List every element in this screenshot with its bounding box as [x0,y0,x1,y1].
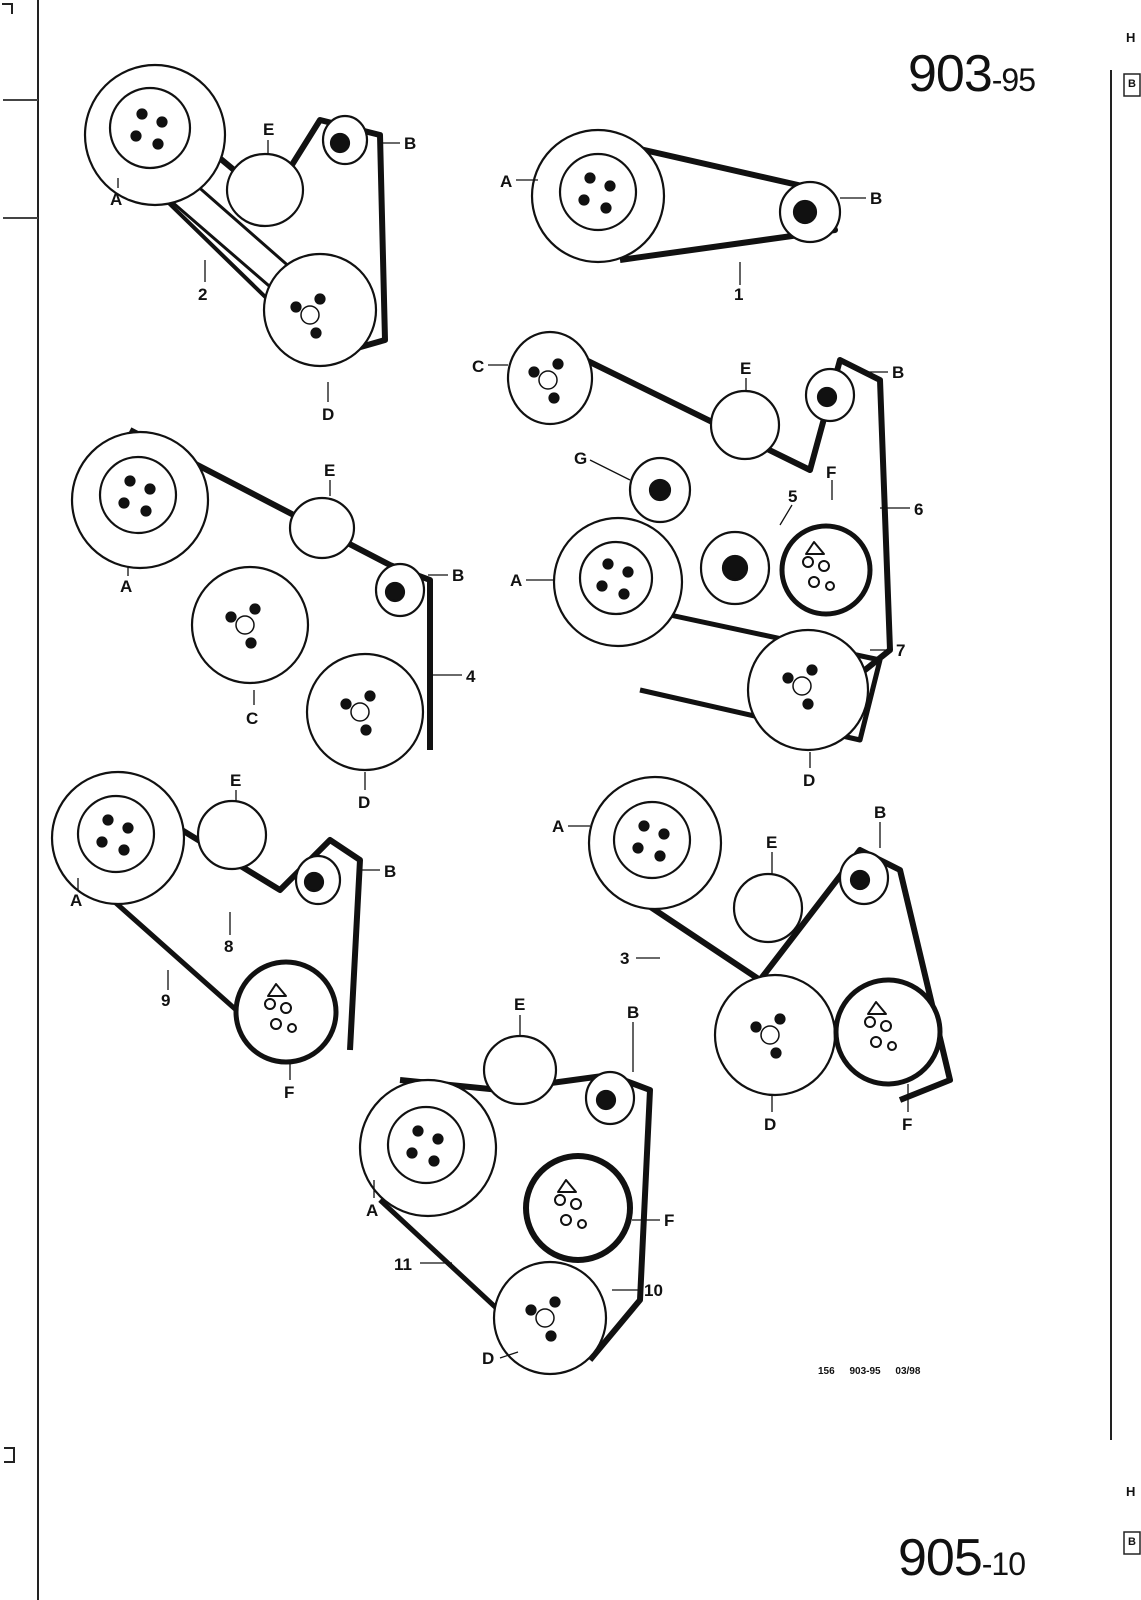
ac-pulley-F [833,977,943,1087]
label-B: B [627,1003,639,1022]
page-number-top: 903-95 [908,44,1036,104]
tensioner-pulley-E [225,152,305,228]
pump-pulley-D [262,252,378,368]
label-F: F [284,1083,294,1102]
belt-diagram-1 [530,128,842,264]
callout-labels: A E B 2 D A B 1 A E B C D 4 C E B G F 6 … [70,120,923,1368]
belt-diagram-4 [70,427,433,772]
label-B: B [874,803,886,822]
page-number-sub: -10 [981,1546,1026,1582]
belt-diagram-2 [83,63,388,368]
tensioner-pulley-E [732,872,804,944]
figure-ref-date: 03/98 [895,1366,921,1377]
belt-7 [599,597,883,743]
edge-box-letter: B [1128,78,1136,90]
label-belt-4: 4 [466,667,476,686]
page-number-main: 903 [908,45,993,103]
label-C: C [246,709,258,728]
tensioner-pulley-E [482,1034,558,1106]
label-E: E [324,461,335,480]
page-number-main: 905 [898,1529,983,1587]
label-belt-3: 3 [620,949,629,968]
label-D: D [322,405,334,424]
label-belt-9: 9 [161,991,170,1010]
figure-ref-code: 903-95 [849,1366,881,1377]
label-D: D [803,771,815,790]
label-D: D [764,1115,776,1134]
belt-diagram-89 [50,770,363,1065]
edge-letter: H [1126,1484,1136,1499]
figure-ref-number: 156 [818,1366,835,1377]
label-A: A [366,1201,378,1220]
label-belt-1: 1 [734,285,743,304]
label-F: F [902,1115,912,1134]
label-D: D [358,793,370,812]
belt-diagram-567 [506,330,893,752]
edge-box [1123,1531,1141,1555]
label-C: C [472,357,484,376]
label-belt-10: 10 [644,1281,663,1300]
label-A: A [552,817,564,836]
label-A: A [110,190,122,209]
label-E: E [263,120,274,139]
label-A: A [500,172,512,191]
label-E: E [766,833,777,852]
label-B: B [404,134,416,153]
label-belt-2: 2 [198,285,207,304]
leader-lines [77,140,910,1359]
label-belt-5: 5 [788,487,797,506]
edge-box-letter: B [1128,1536,1136,1548]
label-belt-8: 8 [224,937,233,956]
label-belt-6: 6 [914,500,923,519]
belt-diagram-1011 [358,1034,653,1376]
label-belt-11: 11 [394,1255,412,1274]
label-A: A [70,891,82,910]
label-B: B [892,363,904,382]
edge-box [1123,73,1141,97]
label-belt-7: 7 [896,641,905,660]
margin-bracket [4,1447,15,1463]
label-B: B [384,862,396,881]
tensioner-pulley-E [709,389,781,461]
edge-letter: H [1126,30,1136,45]
label-F: F [664,1211,674,1230]
tensioner-pulley-E [288,496,356,560]
label-F: F [826,463,836,482]
tensioner-pulley-E [196,799,268,871]
belt-diagram-3 [587,775,953,1103]
label-B: B [452,566,464,585]
label-D: D [482,1349,494,1368]
label-G: G [574,449,587,468]
label-A: A [510,571,522,590]
label-A: A [120,577,132,596]
figure-reference: 156 903-95 03/98 [818,1366,920,1377]
margin-bracket [2,3,13,14]
page-number-sub: -95 [991,62,1036,98]
label-E: E [514,995,525,1014]
label-E: E [740,359,751,378]
label-E: E [230,771,241,790]
page-number-bottom: 905-10 [898,1528,1026,1588]
label-B: B [870,189,882,208]
